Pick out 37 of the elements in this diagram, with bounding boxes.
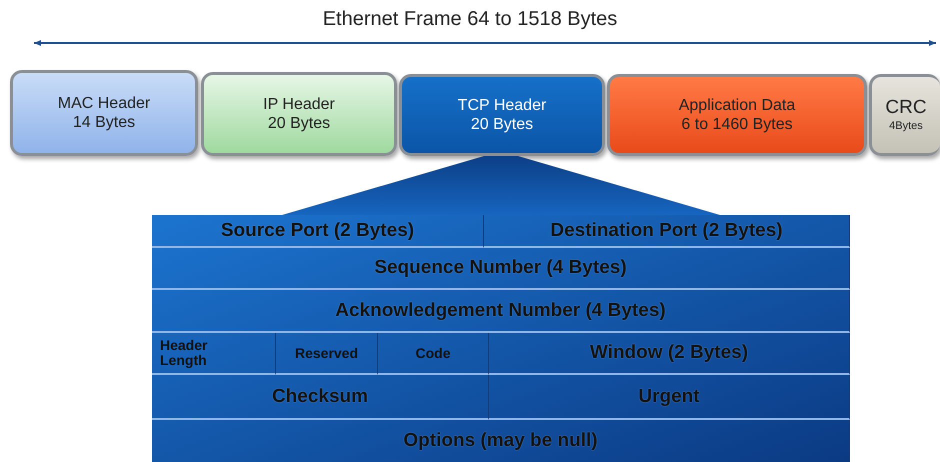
field-label: Header Length: [160, 338, 208, 368]
header-field: [378, 333, 489, 375]
segment-label: MAC Header: [58, 94, 150, 113]
segment-label: TCP Header: [458, 96, 546, 115]
segment-size: 4Bytes: [889, 120, 923, 133]
frame-segment: [10, 70, 198, 156]
segment-size: 20 Bytes: [470, 115, 534, 134]
segment-label: IP Header: [263, 94, 335, 114]
field-label: Code: [416, 346, 450, 360]
segment-size: 6 to 1460 Bytes: [681, 115, 793, 134]
diagram-title: Ethernet Frame 64 to 1518 Bytes: [322, 8, 618, 31]
field-label: Sequence Number (4 Bytes): [374, 257, 627, 279]
header-field: [152, 248, 850, 290]
field-label: Urgent: [638, 386, 700, 408]
header-field: [276, 333, 378, 375]
header-field: [152, 290, 850, 333]
header-field: [484, 215, 850, 248]
segment-label: Application Data: [678, 96, 796, 115]
header-field: [489, 375, 850, 420]
field-label: Reserved: [294, 346, 358, 360]
segment-label: CRC: [885, 97, 927, 120]
frame-segment: [607, 74, 867, 156]
header-field: [152, 375, 489, 420]
field-label: Destination Port (2 Bytes): [550, 220, 783, 242]
frame-segment: [399, 74, 605, 156]
field-label: Window (2 Bytes): [590, 342, 748, 364]
field-label: Options (may be null): [403, 430, 598, 452]
header-field: [489, 333, 850, 375]
field-label: Source Port (2 Bytes): [220, 220, 414, 242]
frame-segment: [869, 74, 940, 156]
field-label: Acknowledgement Number (4 Bytes): [335, 300, 666, 322]
header-field: [152, 215, 484, 248]
field-label: Checksum: [272, 386, 368, 408]
frame-segment: [201, 72, 397, 156]
segment-size: 14 Bytes: [72, 113, 136, 132]
segment-size: 20 Bytes: [268, 114, 330, 134]
header-field: [152, 333, 276, 375]
